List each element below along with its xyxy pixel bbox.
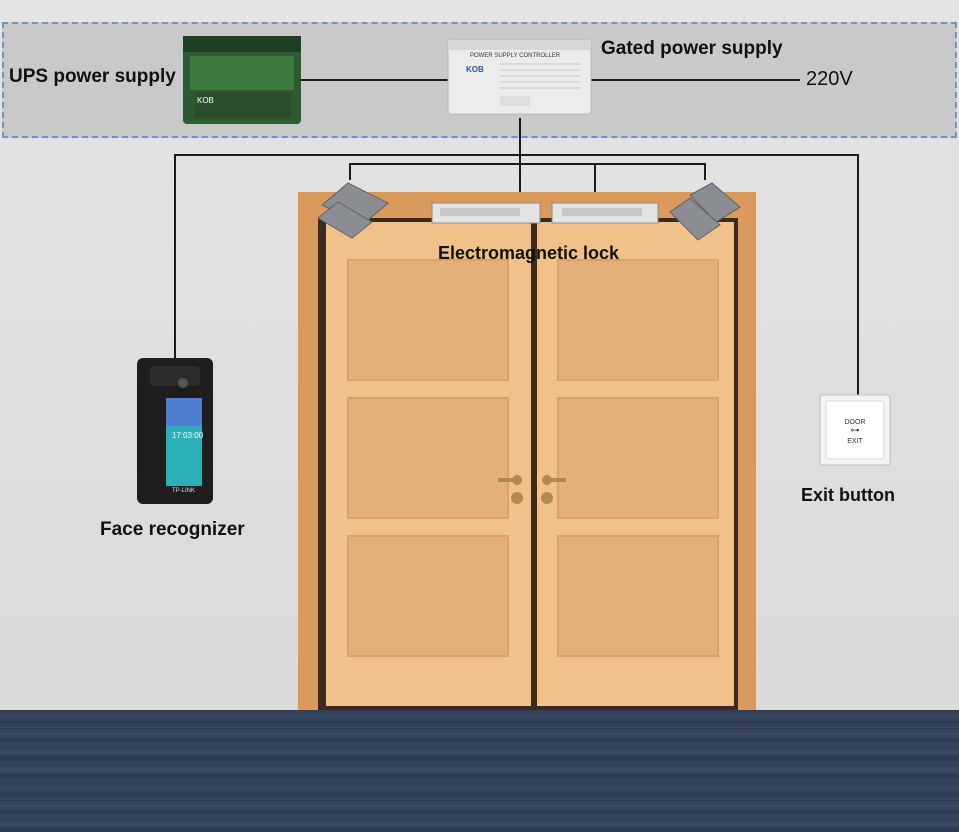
electromagnetic-lock-left: [431, 202, 541, 224]
exit-button-device: DOOR ⊶ EXIT: [819, 394, 891, 466]
electromagnetic-lock-label: Electromagnetic lock: [438, 243, 620, 263]
exit-button-label: Exit button: [801, 485, 895, 505]
wire-face-recognizer: [174, 118, 521, 360]
floor: [0, 710, 959, 832]
wire-exit-button: [520, 154, 859, 395]
electromagnetic-lock-right: [551, 202, 659, 224]
wires: [174, 79, 859, 395]
controller-brand: KOB: [466, 65, 484, 74]
wire-sensors: [349, 163, 706, 180]
face-device-brand: TP-LINK: [172, 488, 195, 494]
face-recognizer-device: 17:03:00 TP-LINK: [137, 358, 213, 504]
svg-text:⊶: ⊶: [851, 426, 860, 436]
door-sensor-right: [669, 182, 741, 241]
face-device-time: 17:03:00: [172, 431, 204, 440]
battery-brand: KOB: [197, 96, 214, 105]
exit-device-line1: DOOR: [845, 419, 866, 426]
door-sensor-left: [317, 182, 389, 239]
ups-battery: KOB: [183, 36, 301, 124]
voltage-label: 220V: [806, 68, 853, 90]
double-door: [298, 192, 756, 710]
exit-device-line2: EXIT: [847, 438, 863, 445]
ups-power-supply-label: UPS power supply: [9, 66, 176, 87]
face-recognizer-label: Face recognizer: [100, 519, 245, 540]
power-supply-controller: POWER SUPPLY CONTROLLER KOB: [447, 39, 592, 115]
gated-power-supply-label: Gated power supply: [601, 38, 783, 59]
controller-title: POWER SUPPLY CONTROLLER: [470, 53, 561, 59]
